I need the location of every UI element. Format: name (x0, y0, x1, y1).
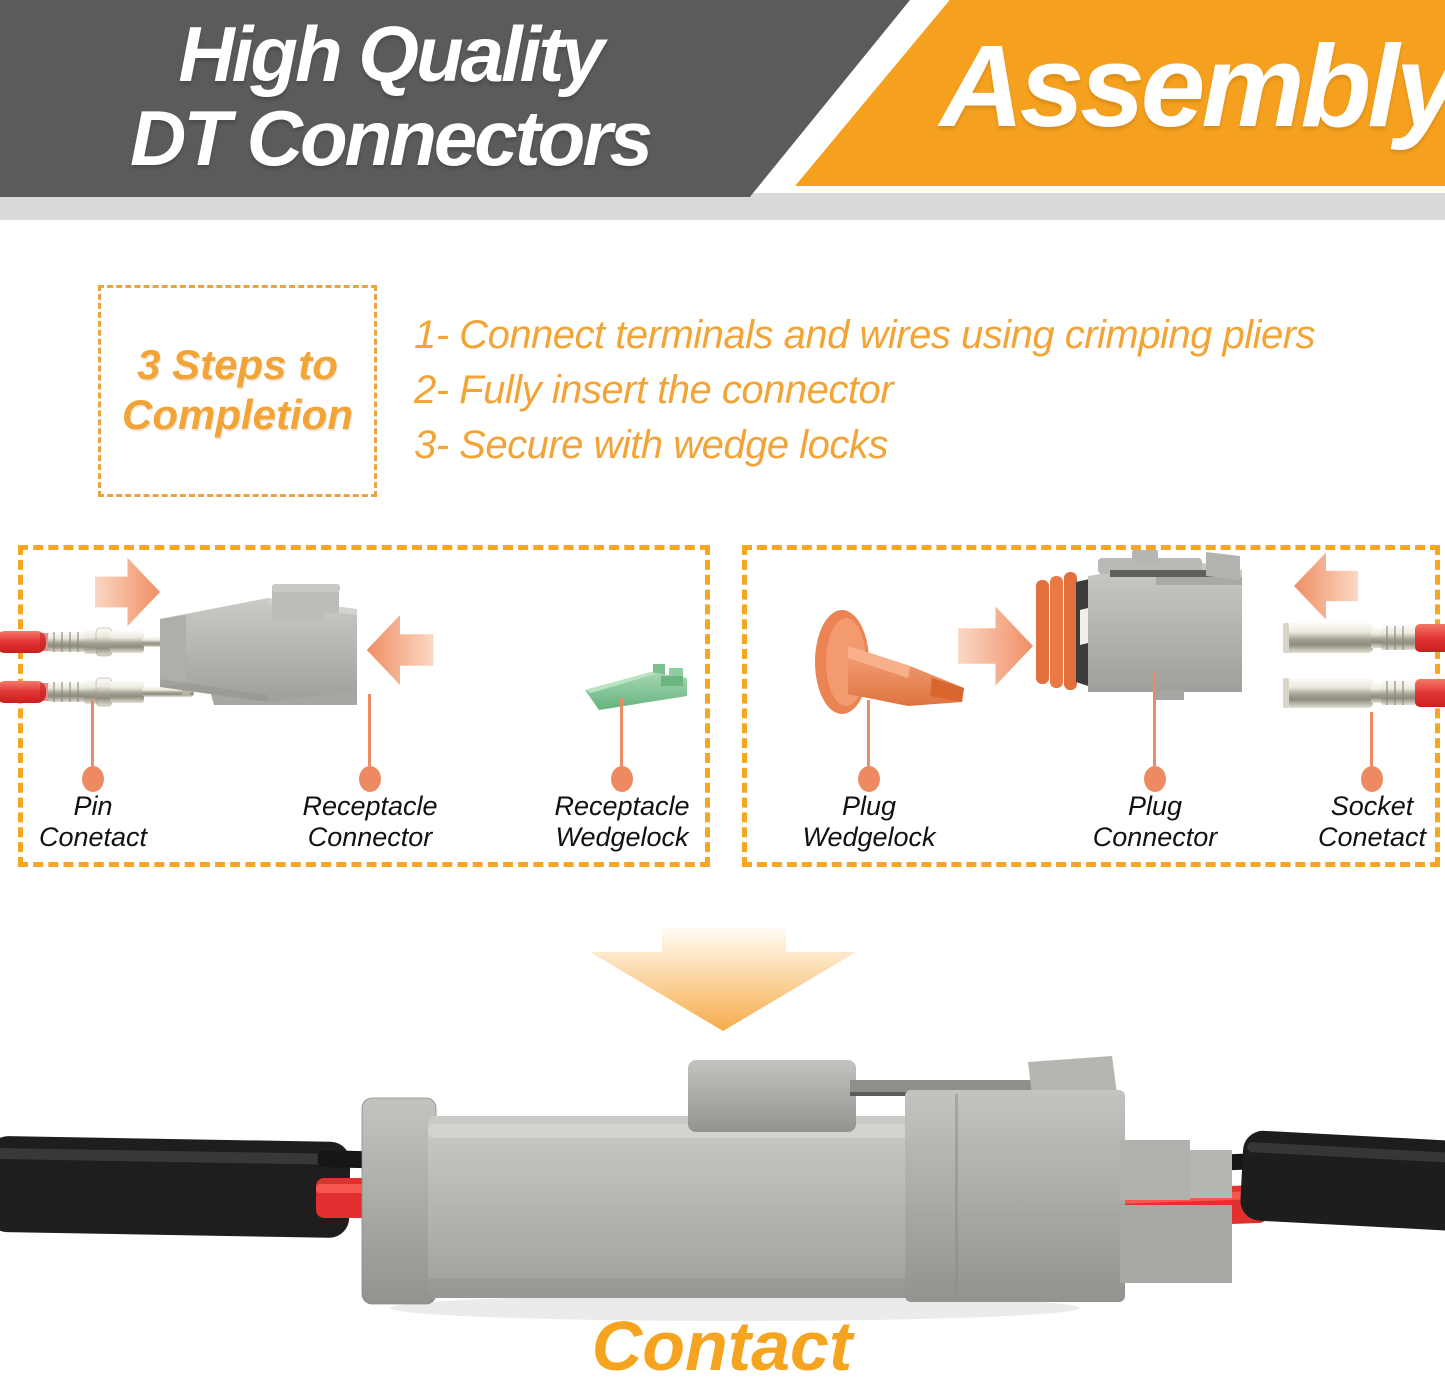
step-item-1: 1- Connect terminals and wires using cri… (414, 313, 1316, 357)
socket-contact-illustration (1283, 678, 1445, 708)
dot-icon (1361, 766, 1383, 792)
arrow-right-icon (95, 557, 160, 627)
label-receptacle-connector: Receptacle Connector (302, 791, 438, 852)
steps-box-title: 3 Steps to Completion (122, 341, 353, 438)
callout-line (1153, 672, 1156, 766)
assembled-connector-photo (0, 1056, 1445, 1321)
dot-icon (1144, 766, 1166, 792)
dot-icon (359, 766, 381, 792)
page-title: High Quality DT Connectors (88, 12, 692, 180)
left-banner (0, 0, 910, 197)
page-title-line1: High Quality (178, 10, 604, 98)
receptacle-connector-illustration (160, 584, 357, 705)
arrow-right-icon (958, 606, 1033, 686)
pin-contact-illustration (0, 677, 194, 707)
page-title-line2: DT Connectors (129, 94, 653, 182)
steps-list: 1- Connect terminals and wires using cri… (414, 308, 1424, 473)
label-plug-wedgelock: Plug Wedgelock (802, 791, 936, 852)
arrow-left-icon (366, 615, 434, 685)
footer-caption: Contact (591, 1307, 853, 1385)
plug-connector-illustration (1036, 550, 1242, 700)
callout-line (91, 698, 94, 766)
plug-wedgelock-illustration (815, 610, 964, 714)
dot-icon (858, 766, 880, 792)
arrow-left-icon (1294, 552, 1358, 620)
banner-shadow (0, 193, 1445, 220)
label-pin-contact: Pin Conetact (38, 791, 148, 852)
label-plug-connector: Plug Connector (1092, 791, 1218, 852)
callout-line (867, 700, 870, 766)
step-item-3: 3- Secure with wedge locks (414, 423, 888, 467)
callout-line (1370, 712, 1373, 766)
dot-icon (82, 766, 104, 792)
label-receptacle-wedgelock: Receptacle Wedgelock (554, 791, 690, 852)
callout-line (620, 698, 623, 766)
dot-icon (611, 766, 633, 792)
section-title: Assembly (940, 21, 1445, 151)
label-socket-contact: Socket Conetact (1317, 791, 1427, 852)
socket-contact-illustration (1283, 623, 1445, 653)
callout-line (368, 694, 371, 766)
step-item-2: 2- Fully insert the connector (414, 368, 894, 412)
steps-box: 3 Steps to Completion (98, 285, 377, 497)
arrow-down-icon (590, 927, 856, 1031)
receptacle-wedgelock-illustration (585, 664, 687, 710)
receptacle-parts-panel (18, 545, 710, 867)
